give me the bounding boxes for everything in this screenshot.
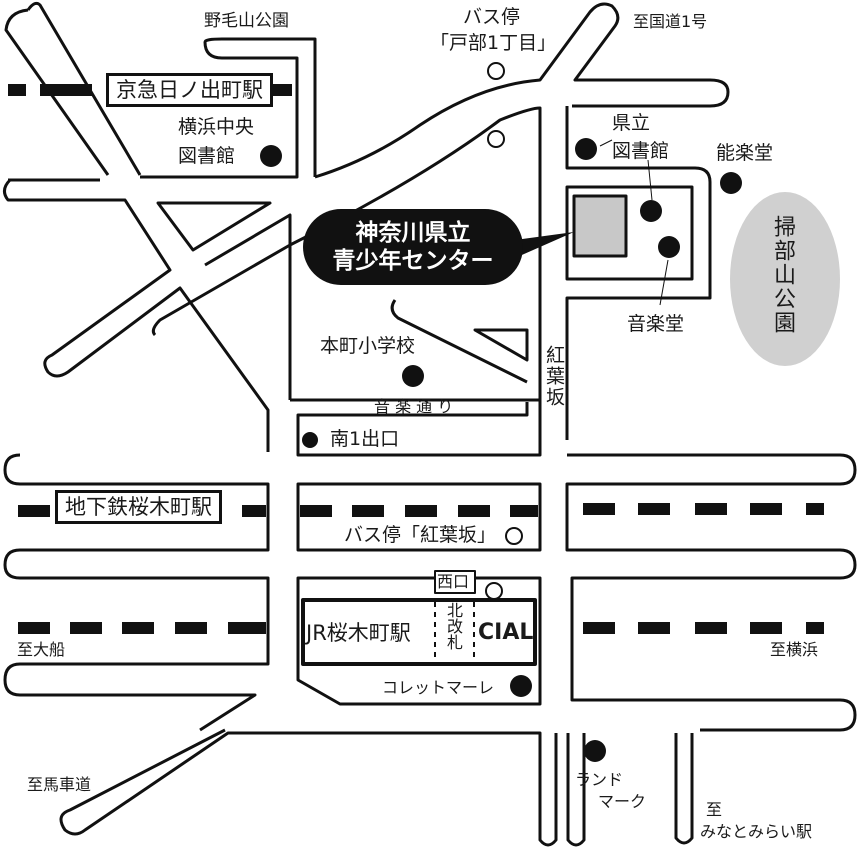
south-exit-marker (302, 432, 318, 448)
momijizaka-label: 紅葉坂 (543, 345, 565, 408)
pref-library-label2: 図書館 (612, 140, 670, 162)
ongaku-dori-label: 音 楽 通 り (374, 397, 454, 416)
landmark-label: ランド (575, 770, 624, 789)
noh-theater-marker (720, 172, 742, 194)
yokohama-library-label2: 図書館 (178, 145, 236, 167)
noh-theater-label: 能楽堂 (716, 142, 774, 164)
to-bashamichi-label: 至馬車道 (27, 775, 92, 794)
music-hall-marker (658, 236, 680, 258)
to-yokohama-label: 至横浜 (770, 640, 819, 659)
bus-stop-tobe-label: バス停 (463, 6, 521, 28)
bus-stop-icon (487, 130, 505, 148)
pref-library-label: 県立 (612, 112, 651, 134)
keikyu-rail-line (8, 84, 292, 96)
bus-stop-icon (487, 62, 505, 80)
highlight-line2: 青少年センター (332, 248, 494, 274)
pref-library-marker (575, 138, 597, 160)
honcho-school-marker (402, 365, 424, 387)
yokohama-library-marker (260, 145, 282, 167)
bus-stop-icon (485, 582, 503, 600)
cial-label[interactable]: CIAL (478, 620, 534, 645)
bus-stop-icon (505, 527, 523, 545)
bus-stop-momijizaka-label: バス停「紅葉坂」 (344, 524, 497, 546)
to-ofuna-label: 至大船 (17, 640, 66, 659)
highlight-callout: 神奈川県立 青少年センター (303, 209, 523, 285)
landmark-tower-marker (584, 740, 606, 762)
north-gate-label: 北改札 (444, 602, 463, 650)
honcho-school-label: 本町小学校 (320, 335, 416, 357)
subway-station-label[interactable]: 地下鉄桜木町駅 (55, 490, 222, 524)
pref-library-building-marker (640, 200, 662, 222)
colette-mare-marker (510, 675, 532, 697)
music-hall-label: 音楽堂 (627, 313, 685, 335)
kamonyama-park-area (730, 192, 840, 366)
yokohama-library-label: 横浜中央 (178, 116, 255, 138)
west-exit-label: 西口 (437, 572, 470, 591)
noge-park-label: 野毛山公園 (204, 11, 289, 31)
to-route1-label: 至国道1号 (633, 12, 708, 31)
colette-mare-label: コレットマーレ (382, 678, 495, 697)
to-minatomirai-label2: みなとみらい駅 (700, 822, 813, 841)
to-minatomirai-label: 至 (706, 800, 723, 819)
subway-rail-line (18, 503, 824, 517)
jr-rail-line (18, 622, 824, 634)
south-exit-label: 南1出口 (330, 428, 400, 450)
highlight-line1: 神奈川県立 (355, 220, 471, 246)
keikyu-station-label[interactable]: 京急日ノ出町駅 (106, 73, 273, 107)
kamonyama-park-label: 掃部山公園 (770, 215, 795, 335)
bus-stop-tobe-name: 「戸部1丁目」 (430, 32, 557, 54)
jr-station-label[interactable]: JR桜木町駅 (306, 621, 411, 645)
landmark-label2: マーク (598, 792, 647, 811)
